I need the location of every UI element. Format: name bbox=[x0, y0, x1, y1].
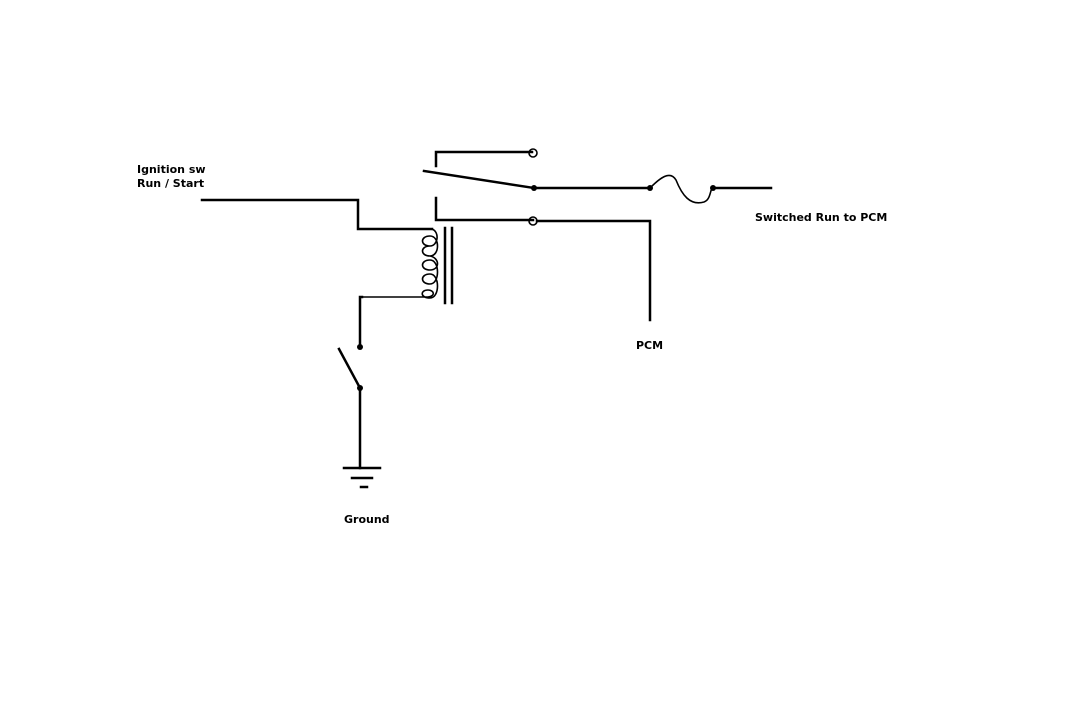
ignition-label-line1: Ignition sw bbox=[137, 163, 206, 176]
ignition-feed-wire bbox=[200, 198, 434, 231]
relay-nc-wire bbox=[434, 150, 534, 168]
ignition-label: Ignition sw Run / Start bbox=[137, 163, 206, 191]
ignition-label-line2: Run / Start bbox=[137, 177, 205, 190]
fuse bbox=[649, 174, 713, 204]
relay-coil bbox=[362, 228, 439, 299]
relay-no-wire bbox=[434, 196, 535, 222]
ground-switch-blade bbox=[337, 347, 362, 390]
ground-label: Ground bbox=[344, 513, 390, 526]
switch-top-terminal bbox=[357, 344, 363, 350]
relay-armature bbox=[422, 169, 536, 190]
coil-return-wire bbox=[358, 295, 364, 349]
pcm-wire bbox=[535, 219, 652, 322]
pcm-label: PCM bbox=[636, 339, 664, 352]
relay-nc-terminal bbox=[528, 148, 538, 158]
switched-run-label: Switched Run to PCM bbox=[755, 211, 888, 224]
